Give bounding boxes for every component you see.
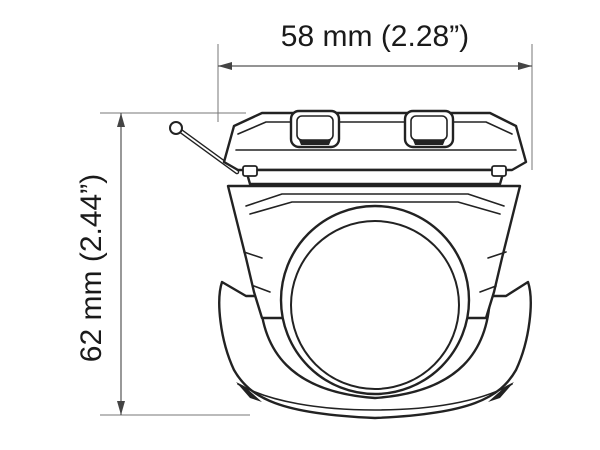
cap-base-rail (244, 168, 506, 186)
left-top-button (289, 109, 341, 149)
device-outline (169, 109, 532, 420)
lower-shell-edge (237, 383, 513, 411)
clamp-ring-bore (290, 220, 460, 390)
width-label: 58 mm (2.28”) (281, 20, 469, 53)
top-cap-bevel (237, 121, 513, 135)
lower-clamp-shell (218, 280, 532, 420)
height-arrow-bottom (117, 401, 125, 415)
width-arrow-right (518, 62, 532, 70)
left-latch (242, 165, 258, 177)
housing-side-notches (243, 251, 507, 259)
height-arrow-top (117, 113, 125, 127)
left-foot (236, 382, 262, 402)
housing-upper-ridge (245, 193, 505, 207)
housing-lower-ridge (249, 201, 501, 215)
width-dimension: 58 mm (2.28”) (217, 20, 533, 170)
right-foot (488, 382, 514, 402)
width-arrow-left (218, 62, 232, 70)
height-dimension: 62 mm (2.44”) (75, 112, 250, 416)
right-top-button (403, 109, 455, 149)
housing-lower-notches (253, 285, 497, 293)
height-label: 62 mm (2.44”) (75, 174, 108, 362)
right-latch (491, 165, 507, 177)
